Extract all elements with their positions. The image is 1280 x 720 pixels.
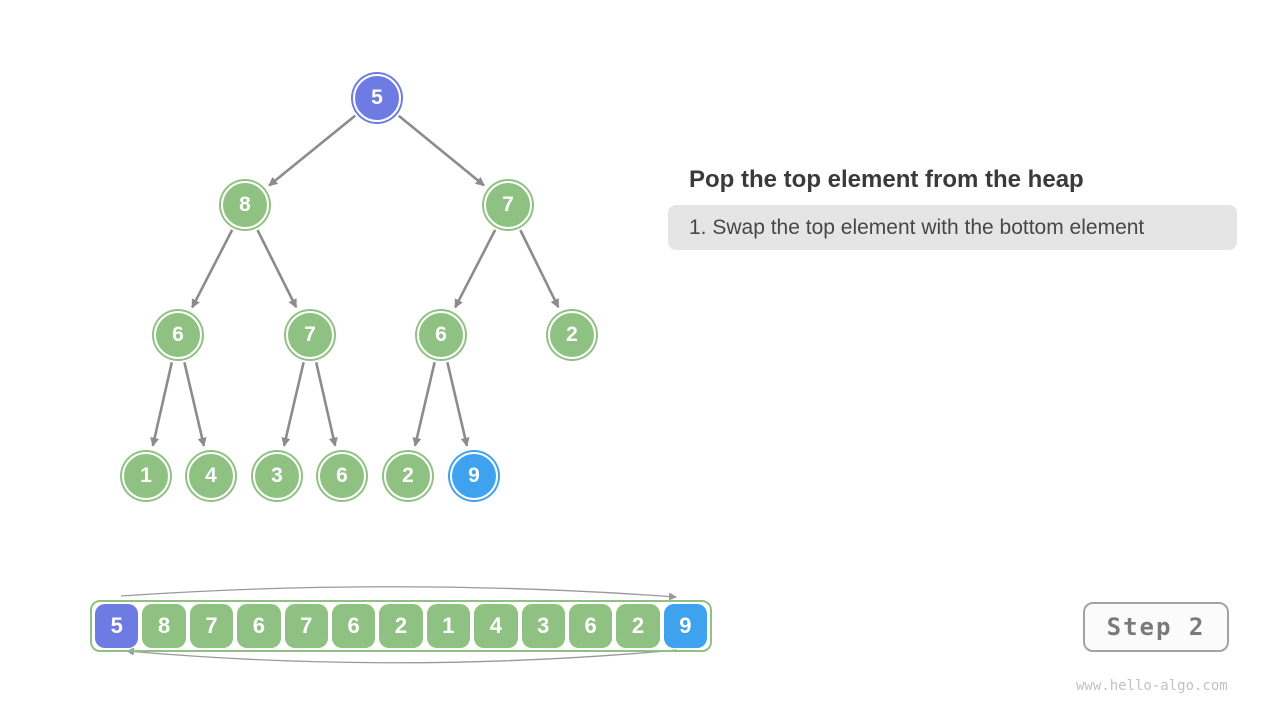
tree-edge xyxy=(183,361,207,447)
array-cell: 7 xyxy=(284,604,328,648)
array-cell: 1 xyxy=(426,604,471,648)
tree-node: 5 xyxy=(353,74,401,122)
tree-node: 2 xyxy=(384,452,432,500)
array-cell: 4 xyxy=(474,604,518,648)
array-cell: 2 xyxy=(379,604,423,648)
tree-edges xyxy=(150,114,560,447)
tree-node: 7 xyxy=(484,181,532,229)
tree-edge xyxy=(191,229,234,309)
tree-edge xyxy=(150,362,174,447)
tree-node: 8 xyxy=(221,181,269,229)
tree-node: 2 xyxy=(548,311,596,359)
array-cell: 6 xyxy=(237,604,281,648)
tree-edge xyxy=(256,229,298,309)
tree-edge xyxy=(281,361,305,447)
watermark: www.hello-algo.com xyxy=(1076,678,1228,694)
step-note: 1. Swap the top element with the bottom … xyxy=(668,205,1237,250)
tree-edge xyxy=(454,229,497,309)
tree-edge xyxy=(412,361,436,447)
array-cell: 9 xyxy=(663,604,708,648)
array-cell: 5 xyxy=(95,604,139,648)
swap-arc-top xyxy=(120,586,677,601)
tree-node: 7 xyxy=(286,311,334,359)
tree-edge xyxy=(397,114,485,187)
page-title: Pop the top element from the heap xyxy=(689,166,1084,193)
tree-node: 6 xyxy=(417,311,465,359)
array-cell: 3 xyxy=(521,604,565,648)
tree-edge xyxy=(446,361,470,447)
tree-edge xyxy=(314,362,338,447)
tree-edge xyxy=(519,229,560,309)
tree-node: 3 xyxy=(253,452,301,500)
tree-node: 6 xyxy=(318,452,366,500)
tree-node: 1 xyxy=(122,452,170,500)
array-cell: 8 xyxy=(142,604,186,648)
tree-node: 6 xyxy=(154,311,202,359)
step-badge: Step 2 xyxy=(1083,602,1229,652)
tree-node: 4 xyxy=(187,452,235,500)
array-cell: 6 xyxy=(331,604,376,648)
tree-node: 9 xyxy=(450,452,498,500)
array-cell: 7 xyxy=(189,604,234,648)
array-cell: 2 xyxy=(616,604,660,648)
array-cell: 6 xyxy=(568,604,613,648)
tree-edge xyxy=(268,114,357,187)
